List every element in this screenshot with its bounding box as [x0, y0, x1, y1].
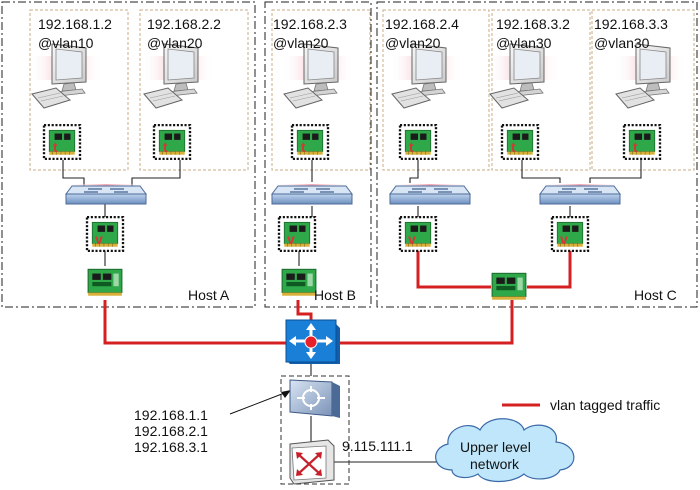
tap-nic-icon — [42, 124, 82, 160]
tap-nic-icon — [152, 124, 192, 160]
l3-router-icon — [289, 379, 340, 418]
vm4-tap-nic: t — [398, 124, 438, 160]
vm1-ip-label: 192.168.1.2 — [38, 16, 112, 32]
vm5-vlan-label: @vlan30 — [496, 35, 552, 51]
vm6-vlan-label: @vlan30 — [594, 35, 650, 51]
tap-nic-icon — [500, 124, 540, 160]
vlan-nic-icon — [550, 216, 590, 252]
vm2-tap-nic: t — [152, 124, 192, 160]
vlan-nic-icon — [85, 216, 125, 252]
host-b-vswitch-icon — [270, 183, 354, 205]
vlan-tag: v — [287, 231, 295, 247]
host-c-label: Host C — [634, 287, 677, 303]
gateway-ip-1: 192.168.1.1 — [134, 407, 208, 423]
vm1-tap-nic: t — [42, 124, 82, 160]
upper-level-network-cloud-icon — [435, 418, 575, 483]
edge-router-icon — [289, 439, 335, 485]
cloud-label-line2: network — [470, 456, 520, 472]
vlan-tag: v — [560, 231, 568, 247]
vlan-nic-icon — [277, 216, 317, 252]
host-c-vlan-nic-1: v — [398, 216, 438, 252]
vm6-pc-icon — [614, 43, 686, 109]
legend: vlan tagged traffic — [502, 397, 660, 413]
tap-nic-icon — [622, 124, 662, 160]
vm2-pc-icon — [142, 43, 214, 109]
gateway-ip-2: 192.168.2.1 — [134, 423, 208, 439]
host-a-vlan-nic: v — [85, 216, 125, 252]
vm4-vlan-label: @vlan20 — [385, 35, 441, 51]
tap-tag: t — [301, 139, 306, 155]
vlan-tag: v — [95, 231, 103, 247]
vm2-ip-label: 192.168.2.2 — [147, 16, 221, 32]
vm5-pc-icon — [488, 43, 560, 109]
core-switch-icon — [285, 319, 340, 364]
vm3-ip-label: 192.168.2.3 — [273, 16, 347, 32]
host-b-boundary — [264, 1, 372, 308]
vlan-tagged-links — [103, 248, 572, 345]
gateway-ip-3: 192.168.3.1 — [134, 439, 208, 455]
host-b-label: Host B — [314, 287, 356, 303]
host-b-vlan-nic: v — [277, 216, 317, 252]
tap-nic-icon — [290, 124, 330, 160]
vm3-pc-icon — [282, 43, 354, 109]
vm1-pc-icon — [30, 43, 102, 109]
vm4-ip-label: 192.168.2.4 — [385, 16, 459, 32]
tap-tag: t — [163, 139, 168, 155]
router-ip-label: 9.115.111.1 — [342, 438, 413, 454]
host-c-vlan-nic-2: v — [550, 216, 590, 252]
vlan-nic-icon — [398, 216, 438, 252]
vm1-vlan-label: @vlan10 — [38, 35, 94, 51]
tap-tag: t — [53, 139, 58, 155]
tap-tag: t — [409, 139, 414, 155]
gateway-pointer-arrow — [229, 390, 291, 415]
host-b-physical-nic-icon — [281, 268, 317, 297]
vm5-ip-label: 192.168.3.2 — [496, 16, 570, 32]
host-a-physical-nic-icon — [87, 268, 123, 297]
tap-tag: t — [511, 139, 516, 155]
tap-nic-icon — [398, 124, 438, 160]
host-c-boundary — [376, 1, 698, 308]
legend-label: vlan tagged traffic — [550, 397, 660, 413]
cloud-label-line1: Upper level — [460, 439, 531, 455]
host-c-vswitch1-icon — [388, 183, 472, 205]
host-c-physical-nic-icon — [491, 272, 527, 301]
internal-links — [62, 160, 642, 463]
vm2-vlan-label: @vlan20 — [147, 35, 203, 51]
vm5-tap-nic: t — [500, 124, 540, 160]
vm6-tap-nic: t — [622, 124, 662, 160]
vm-boundaries — [29, 9, 695, 171]
vm6-ip-label: 192.168.3.3 — [594, 16, 668, 32]
tap-tag: t — [633, 139, 638, 155]
vlan-tag: v — [408, 231, 416, 247]
vm4-pc-icon — [390, 43, 462, 109]
gateway-router-boundary — [280, 375, 350, 485]
host-a-vswitch-icon — [64, 183, 148, 205]
vm3-vlan-label: @vlan20 — [273, 35, 329, 51]
host-a-label: Host A — [188, 287, 230, 303]
host-c-vswitch2-icon — [538, 183, 622, 205]
host-a-boundary — [1, 1, 256, 308]
vm3-tap-nic: t — [290, 124, 330, 160]
vm-labels: 192.168.1.2 @vlan10 192.168.2.2 @vlan20 … — [38, 16, 668, 51]
